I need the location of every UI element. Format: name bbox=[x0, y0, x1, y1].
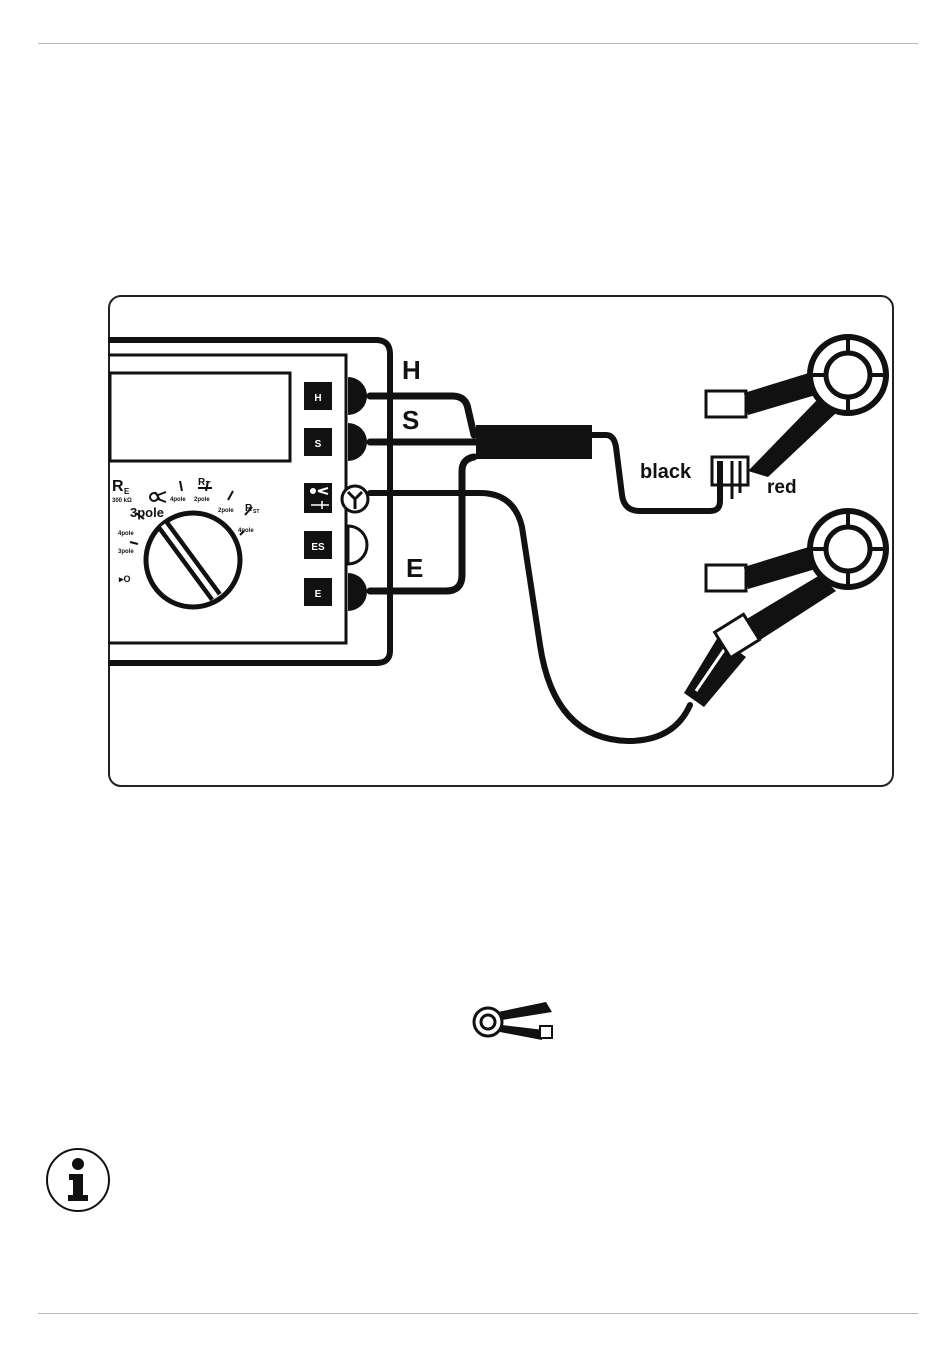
dial-tick-zero: ▸O bbox=[118, 574, 131, 584]
socket-label-h: H bbox=[402, 355, 421, 385]
dial-tick-3pole: 3pole bbox=[118, 549, 134, 555]
dial-label-r-st: R bbox=[245, 503, 253, 514]
wire-label-red: red bbox=[767, 477, 797, 498]
dial-tick-4pole-a: 4pole bbox=[170, 497, 186, 503]
dial-label-re: R bbox=[112, 478, 124, 495]
dial-label-re-sub: E bbox=[124, 487, 130, 496]
display-window bbox=[110, 373, 290, 461]
button-h-label: H bbox=[314, 393, 321, 404]
bottom-rule bbox=[38, 1313, 918, 1314]
connection-diagram: H S ES E H S E bbox=[108, 295, 894, 787]
dial-label-3pole: 3pole bbox=[130, 505, 164, 520]
button-s-label: S bbox=[315, 439, 322, 450]
button-es-label: ES bbox=[311, 542, 325, 553]
button-s[interactable]: S bbox=[304, 428, 332, 456]
dial-label-r-st-sub: ST bbox=[253, 509, 259, 515]
dial-tick-2pole-a: 2pole bbox=[194, 497, 210, 503]
info-icon bbox=[45, 1147, 111, 1213]
cable-bundle bbox=[476, 425, 592, 459]
dial-label-r-ac: R~ bbox=[198, 477, 211, 488]
socket-label-s: S bbox=[402, 405, 419, 435]
dial-label-re-range: 300 kΩ bbox=[112, 498, 132, 504]
button-es[interactable]: ES bbox=[304, 531, 332, 559]
dial-tick-4pole-c: 4pole bbox=[238, 528, 254, 534]
button-h[interactable]: H bbox=[304, 382, 332, 410]
button-e[interactable]: E bbox=[304, 578, 332, 606]
button-e-label: E bbox=[315, 589, 322, 600]
dial-tick-4pole-b: 4pole bbox=[118, 531, 134, 537]
socket-label-e: E bbox=[406, 553, 423, 583]
top-rule bbox=[38, 43, 918, 44]
clamp-meter-icon bbox=[470, 1000, 556, 1044]
dial-tick-2pole-b: 2pole bbox=[218, 508, 234, 514]
wire-label-black: black bbox=[640, 461, 692, 483]
button-clamp-mode[interactable] bbox=[304, 483, 332, 513]
